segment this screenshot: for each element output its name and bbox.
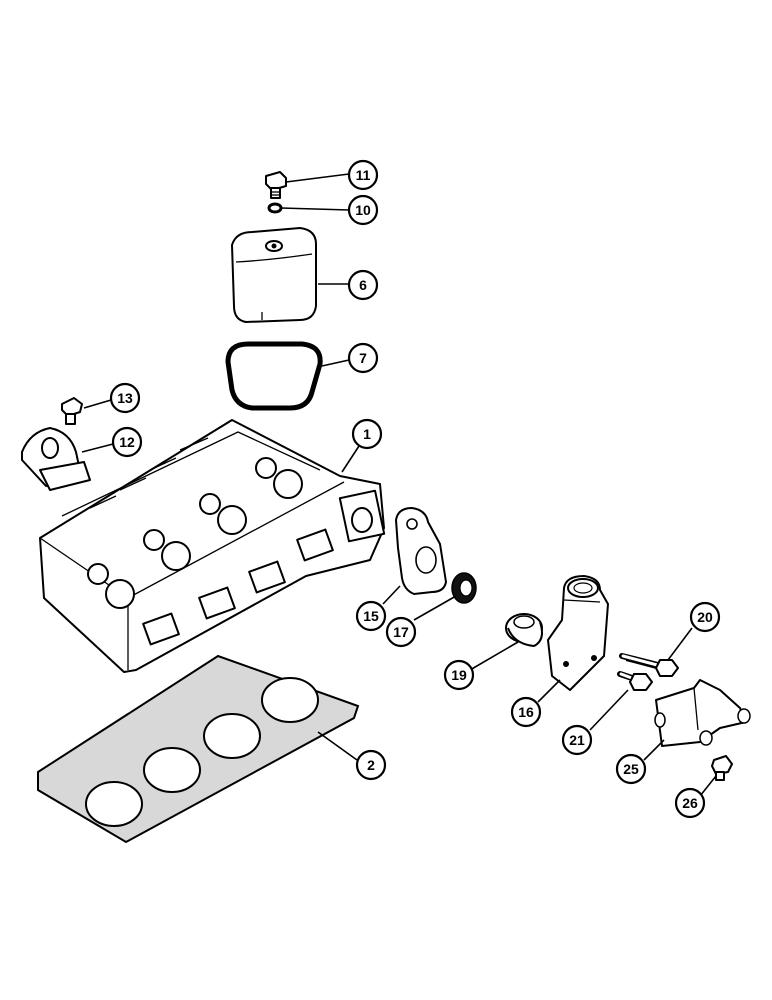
flange-gasket-part-15 [395,507,447,595]
callout-11: 11 [347,159,379,191]
callout-label-12: 12 [119,434,135,450]
callout-21: 21 [561,724,593,756]
callout-20: 20 [689,601,721,633]
callout-label-21: 21 [569,732,585,748]
callout-label-25: 25 [623,761,639,777]
callout-6: 6 [347,269,379,301]
callout-label-20: 20 [697,609,713,625]
callout-label-17: 17 [393,624,409,640]
callout-13: 13 [109,382,141,414]
leader-lines [81,173,717,797]
callout-19: 19 [443,659,475,691]
bolt-part-13 [61,397,83,425]
callout-25: 25 [615,753,647,785]
callout-17: 17 [385,616,417,648]
callout-label-6: 6 [359,277,367,293]
cylinder-head-part-1 [39,419,386,673]
washer-part-10 [267,202,283,214]
head-gasket-part-2 [37,654,360,844]
cover-part-6 [231,227,317,323]
bracket-part-12 [21,427,91,491]
gasket-part-7 [225,341,323,411]
bracket-part-25 [654,679,751,747]
callout-10: 10 [347,194,379,226]
callout-label-1: 1 [363,426,371,442]
callout-label-26: 26 [682,795,698,811]
callout-label-11: 11 [356,167,371,183]
callout-1: 1 [351,418,383,450]
callout-2: 2 [355,749,387,781]
callout-26: 26 [674,787,706,819]
bolt-part-11 [265,171,287,199]
callout-label-16: 16 [518,704,534,720]
callout-16: 16 [510,696,542,728]
callout-label-15: 15 [363,608,379,624]
callout-label-7: 7 [359,350,367,366]
bolt-part-20 [619,653,679,677]
callout-label-19: 19 [451,667,467,683]
thermostat-part-19 [505,613,543,647]
seal-ring-part-17 [451,572,477,604]
callout-12: 12 [111,426,143,458]
callout-15: 15 [355,600,387,632]
thermostat-housing-part-16 [547,575,609,691]
bolt-part-21 [617,671,653,691]
callout-7: 7 [347,342,379,374]
callout-label-13: 13 [117,390,133,406]
callout-label-2: 2 [367,757,375,773]
callout-label-10: 10 [355,202,371,218]
